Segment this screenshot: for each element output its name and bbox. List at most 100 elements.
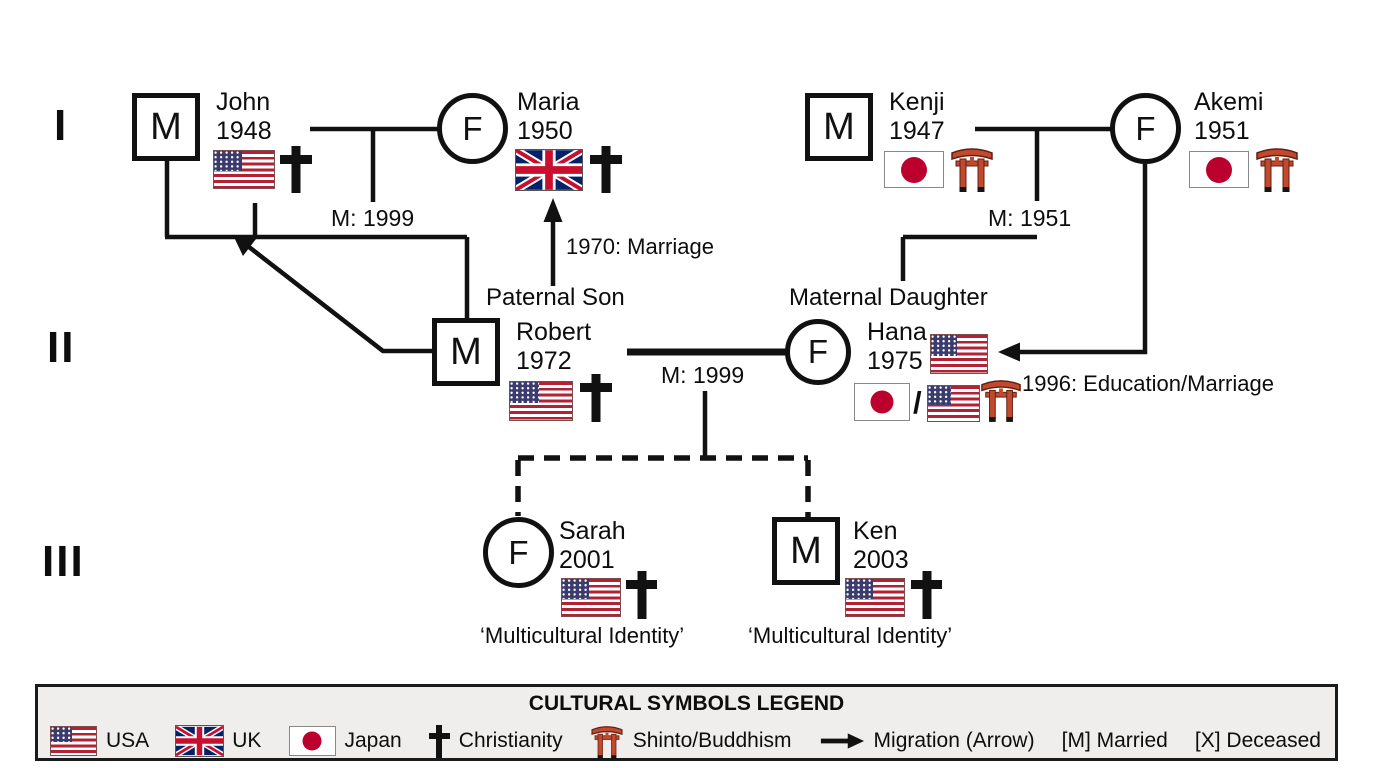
legend-label-deceased: [X] Deceased	[1194, 729, 1321, 752]
migration-arrow-icon	[820, 733, 864, 749]
person-shape-ken: M	[772, 517, 840, 585]
person-name-sarah: Sarah	[559, 517, 626, 545]
person-shape-hana: F	[785, 319, 851, 385]
legend-item-married: [M] Married	[1062, 729, 1168, 753]
legend-item-japan: Japan	[288, 726, 402, 756]
person-year-kenji: 1947	[889, 117, 945, 145]
christianity-cross-icon	[626, 571, 657, 619]
legend-title: CULTURAL SYMBOLS LEGEND	[528, 692, 845, 715]
person-label-robert: Robert 1972	[516, 318, 591, 376]
migration-label-hana: 1996: Education/Marriage	[1022, 371, 1274, 396]
person-year-hana: 1975	[867, 347, 923, 375]
legend-label-married: [M] Married	[1061, 729, 1168, 752]
person-shape-maria: F	[437, 93, 508, 164]
usa-flag-icon	[213, 150, 275, 189]
christianity-cross-icon	[580, 374, 612, 422]
gender-symbol-hana: F	[807, 333, 829, 370]
marriage-label-john-maria: M: 1999	[331, 205, 415, 231]
person-name-maria: Maria	[517, 88, 580, 116]
gender-symbol-sarah: F	[508, 533, 529, 571]
usa-flag-icon	[930, 334, 988, 374]
legend-label-shinto: Shinto/Buddhism	[632, 729, 792, 752]
gender-symbol-akemi: F	[1135, 109, 1156, 147]
person-label-akemi: Akemi 1951	[1194, 88, 1263, 146]
usa-flag-icon	[927, 385, 980, 422]
person-year-akemi: 1951	[1194, 117, 1250, 145]
marriage-label-kenji-akemi: M: 1951	[988, 205, 1072, 231]
legend-item-usa: USA	[50, 726, 149, 756]
torii-gate-icon	[591, 726, 623, 759]
robert-migration-arrow-line	[247, 245, 432, 354]
person-label-kenji: Kenji 1947	[889, 88, 945, 146]
person-name-robert: Robert	[516, 318, 592, 346]
person-name-akemi: Akemi	[1194, 88, 1264, 116]
legend-item-shinto: Shinto/Buddhism	[590, 723, 792, 759]
hana-migration-arrow-line	[1016, 164, 1148, 355]
person-label-sarah: Sarah 2001	[559, 517, 626, 575]
cultural-symbols-legend: CULTURAL SYMBOLS LEGEND USA UK Japan	[35, 684, 1338, 761]
japan-flag-icon	[884, 151, 944, 188]
japan-flag-icon	[288, 726, 336, 756]
hana-migration-arrowhead	[998, 342, 1020, 362]
person-name-ken: Ken	[853, 517, 898, 545]
legend-item-christianity: Christianity	[428, 725, 563, 758]
gender-symbol-kenji: M	[823, 105, 855, 148]
usa-flag-icon	[561, 578, 621, 617]
christianity-cross-icon	[590, 146, 622, 193]
japan-flag-icon	[854, 383, 910, 421]
person-label-hana: Hana 1975	[867, 318, 927, 376]
maria-migration-arrowhead	[543, 198, 563, 222]
legend-label-migration: Migration (Arrow)	[873, 729, 1035, 752]
legend-item-uk: UK	[175, 725, 262, 757]
person-year-ken: 2003	[853, 546, 909, 574]
person-label-john: John 1948	[216, 88, 272, 146]
person-shape-sarah: F	[483, 517, 554, 588]
legend-label-uk: UK	[232, 729, 262, 752]
person-year-maria: 1950	[517, 117, 573, 145]
christianity-cross-icon	[428, 725, 450, 758]
christianity-cross-icon	[280, 146, 312, 193]
torii-gate-icon	[981, 380, 1021, 422]
person-label-maria: Maria 1950	[517, 88, 580, 146]
role-label-robert: Paternal Son	[486, 284, 625, 311]
gender-symbol-maria: F	[462, 109, 483, 147]
uk-flag-icon	[515, 149, 583, 191]
uk-flag-icon	[175, 725, 225, 757]
gender-symbol-robert: M	[450, 330, 482, 373]
person-shape-john: M	[132, 93, 200, 161]
legend-item-deceased: [X] Deceased	[1195, 729, 1321, 753]
legend-label-japan: Japan	[344, 729, 402, 752]
flag-separator-slash: /	[913, 385, 922, 420]
identity-note-ken: ‘Multicultural Identity’	[748, 623, 953, 648]
christianity-cross-icon	[911, 571, 942, 619]
person-label-ken: Ken 2003	[853, 517, 909, 575]
legend-row: USA UK Japan Christianity	[38, 716, 1335, 759]
person-name-kenji: Kenji	[889, 88, 945, 116]
person-year-sarah: 2001	[559, 546, 615, 574]
legend-item-migration: Migration (Arrow)	[819, 729, 1035, 753]
person-name-john: John	[216, 88, 271, 116]
gender-symbol-john: M	[150, 105, 182, 148]
person-name-hana: Hana	[867, 318, 927, 346]
legend-label-usa: USA	[106, 729, 150, 752]
person-year-john: 1948	[216, 117, 272, 145]
identity-note-sarah: ‘Multicultural Identity’	[480, 623, 685, 648]
person-shape-robert: M	[432, 318, 500, 386]
torii-gate-icon	[951, 148, 993, 192]
gender-symbol-ken: M	[790, 529, 822, 572]
generation-label-ii: II	[47, 323, 76, 372]
legend-label-christianity: Christianity	[458, 729, 563, 752]
torii-gate-icon	[1256, 148, 1298, 192]
usa-flag-icon	[50, 726, 97, 756]
person-year-robert: 1972	[516, 347, 572, 375]
robert-migration-arrowhead	[233, 235, 256, 256]
usa-flag-icon	[509, 381, 573, 421]
usa-flag-icon	[845, 578, 905, 617]
generation-label-i: I	[54, 101, 69, 150]
japan-flag-icon	[1189, 151, 1249, 188]
marriage-label-robert-hana: M: 1999	[661, 362, 745, 388]
person-shape-akemi: F	[1110, 93, 1181, 164]
person-shape-kenji: M	[805, 93, 873, 161]
generation-label-iii: III	[42, 537, 85, 586]
migration-label-maria: 1970: Marriage	[566, 234, 714, 259]
